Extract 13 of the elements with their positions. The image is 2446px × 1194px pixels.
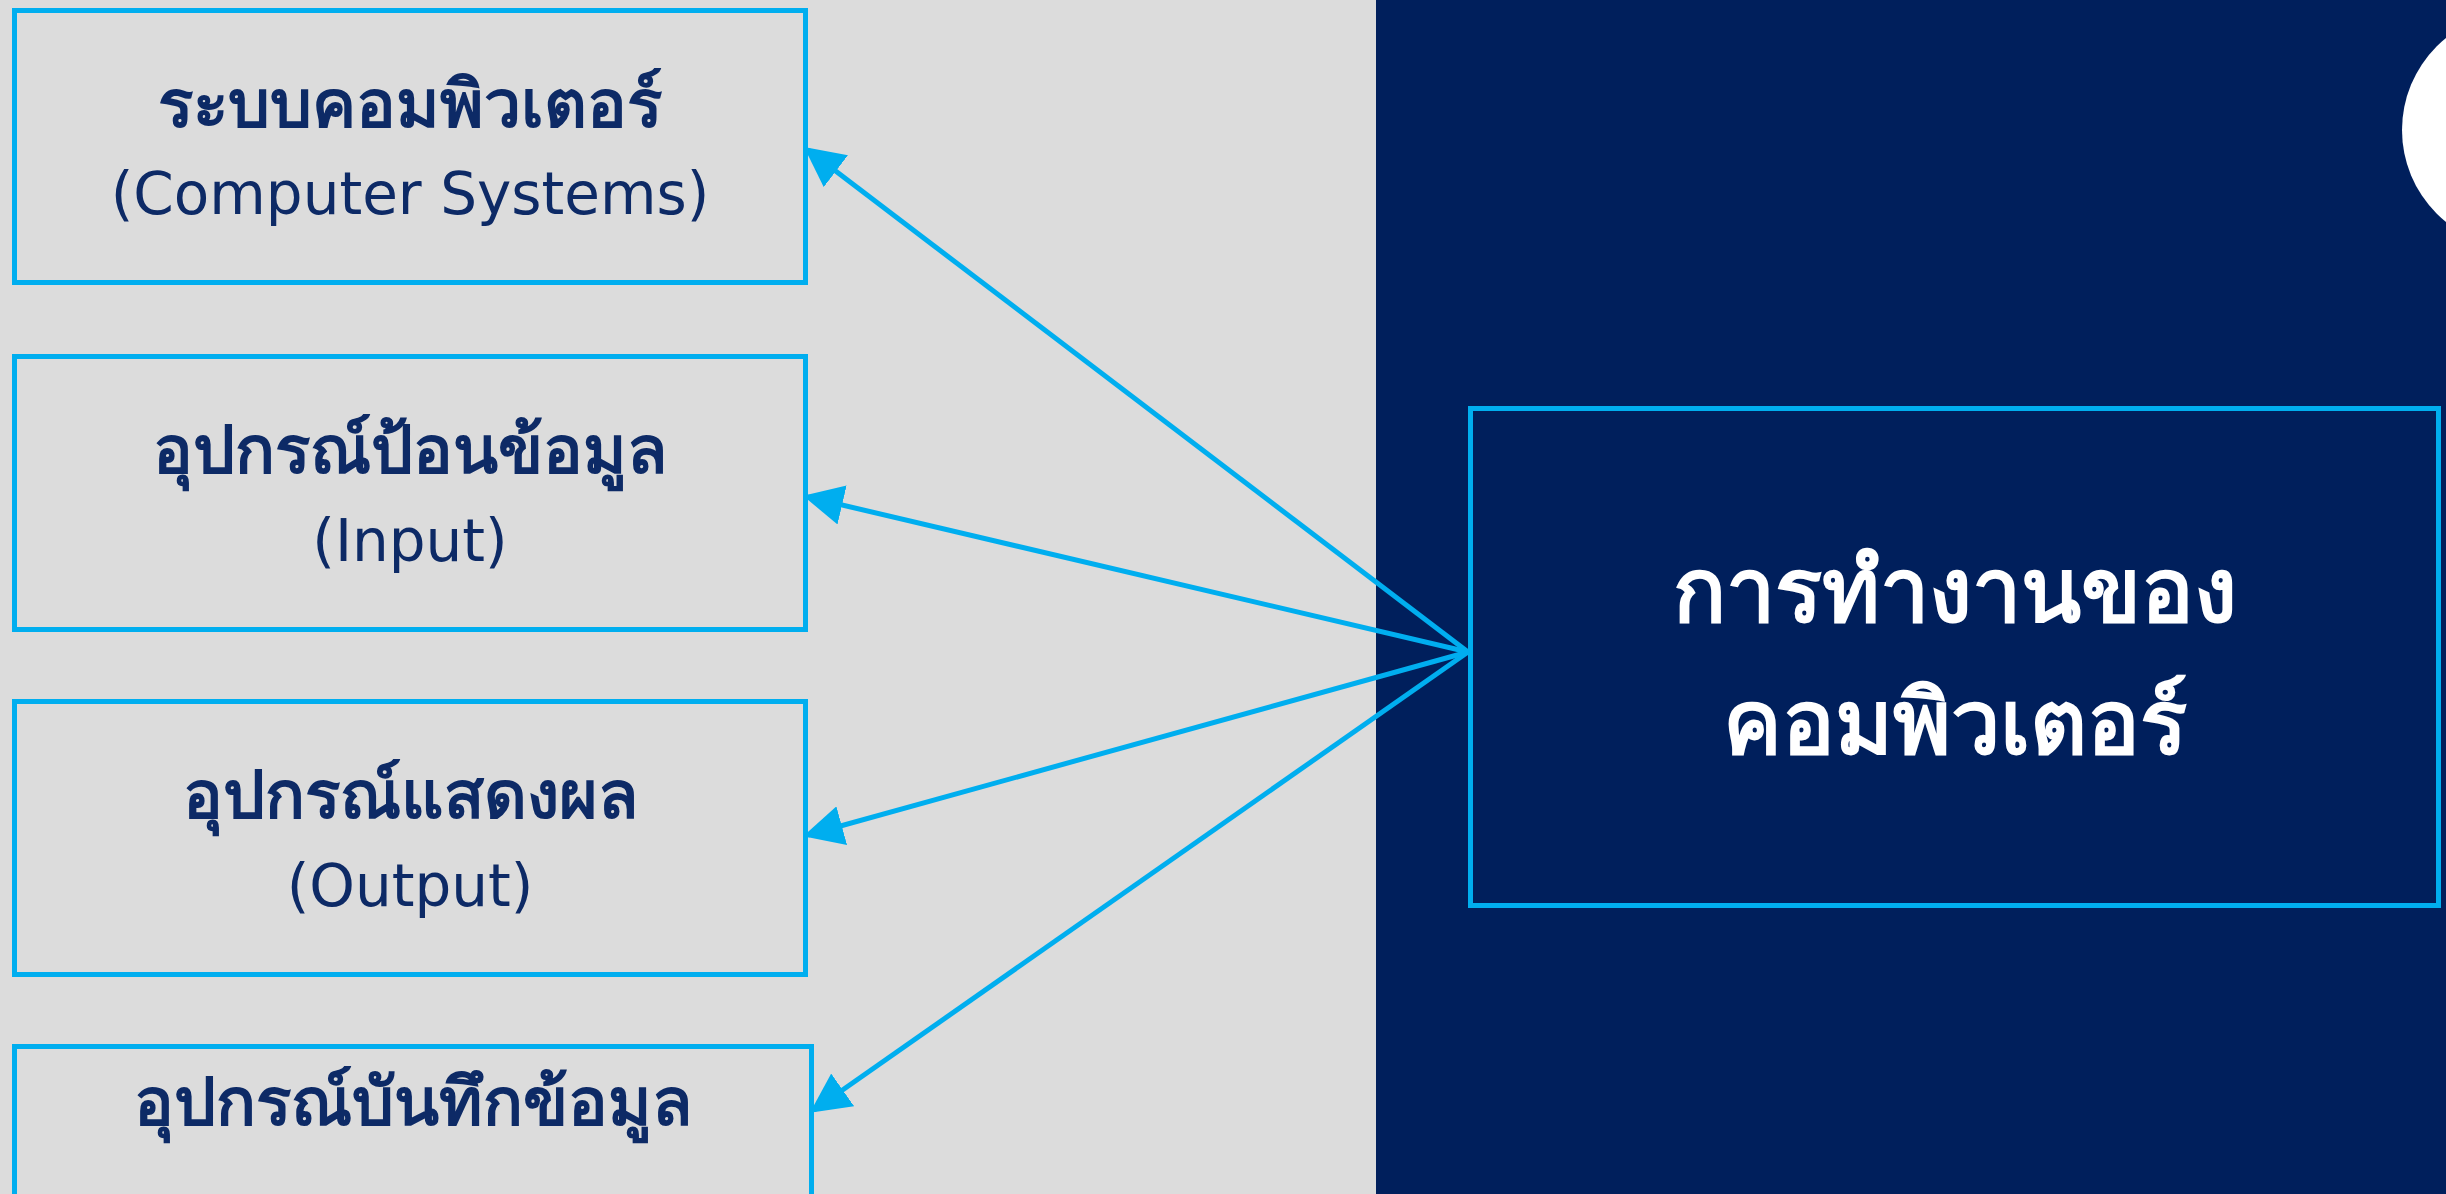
box-title: อุปกรณ์ป้อนข้อมูล [153, 411, 667, 494]
process-box [12, 354, 808, 632]
process-box [12, 1044, 814, 1194]
box-title: อุปกรณ์แสดงผล [182, 756, 638, 839]
box-title: ระบบคอมพิวเตอร์ [158, 64, 662, 145]
process-box [12, 8, 808, 285]
box-subtitle: (Input) [312, 505, 508, 577]
box-subtitle: (Computer Systems) [110, 159, 710, 231]
process-box [1468, 406, 2441, 908]
box-title: การทำงานของคอมพิวเตอร์ [1671, 538, 2238, 776]
process-box [12, 699, 808, 977]
box-subtitle: (Output) [286, 850, 534, 922]
box-title: อุปกรณ์บันทึกข้อมูล [134, 1055, 692, 1151]
